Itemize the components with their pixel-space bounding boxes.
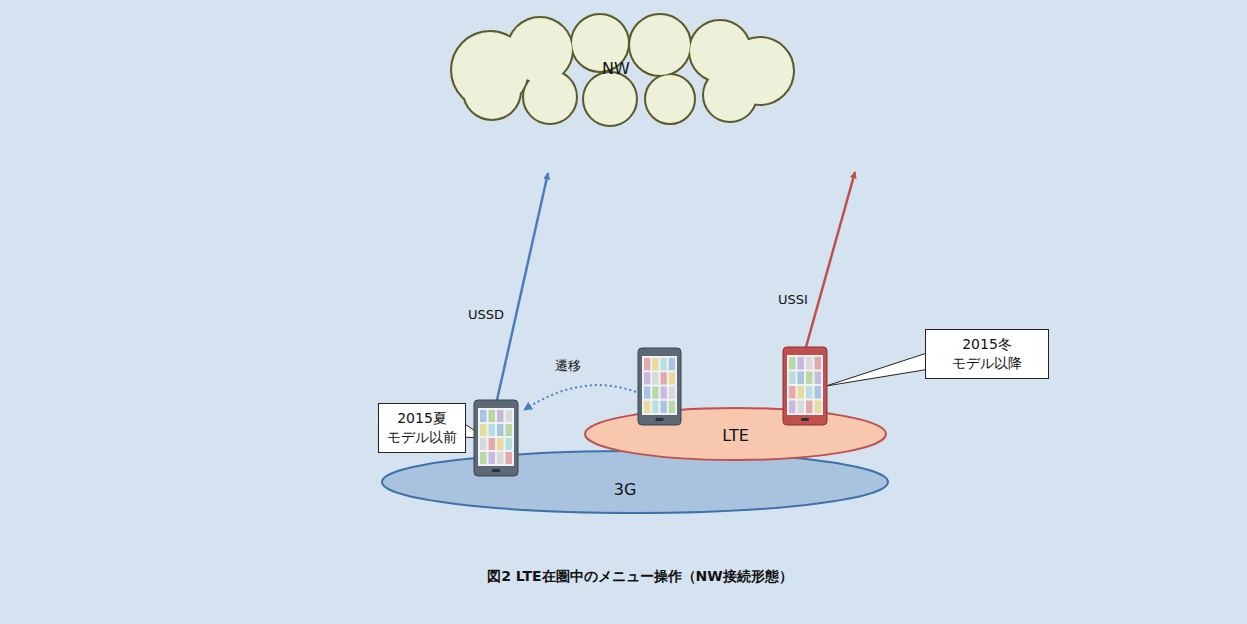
app-tile bbox=[661, 387, 667, 399]
app-tile bbox=[789, 401, 796, 414]
app-tile bbox=[506, 410, 513, 422]
phone-body bbox=[638, 348, 681, 425]
app-tile bbox=[489, 452, 496, 464]
coverage-area bbox=[382, 451, 888, 513]
app-tile bbox=[806, 401, 813, 414]
app-tile bbox=[806, 357, 813, 370]
cloud-outline bbox=[524, 71, 576, 123]
app-tile bbox=[489, 410, 496, 422]
app-tile bbox=[644, 401, 650, 413]
callout-text: 2015夏 モデル以前 bbox=[385, 409, 459, 447]
cloud-fill bbox=[464, 63, 520, 119]
app-tile bbox=[798, 386, 805, 399]
cloud-outline bbox=[704, 69, 756, 121]
arrow-label: USSI bbox=[776, 292, 810, 307]
phone-icon bbox=[638, 348, 681, 425]
app-tile bbox=[489, 424, 496, 436]
phone-screen bbox=[642, 356, 677, 415]
figure-caption: 図2 LTE在圏中のメニュー操作（NW接続形態） bbox=[290, 568, 990, 586]
coverage-3g: 3G bbox=[380, 448, 890, 516]
cloud-fill bbox=[508, 18, 572, 82]
app-tile bbox=[497, 452, 504, 464]
home-button bbox=[656, 418, 664, 421]
app-tile bbox=[506, 438, 513, 450]
app-tile bbox=[652, 401, 658, 413]
app-tile bbox=[798, 372, 805, 385]
phone-screen bbox=[787, 355, 823, 415]
cloud-outline bbox=[508, 18, 572, 82]
app-tile bbox=[669, 358, 675, 370]
app-tile bbox=[480, 424, 487, 436]
app-tile bbox=[644, 387, 650, 399]
area-label: NW bbox=[602, 58, 630, 80]
app-tile bbox=[815, 372, 822, 385]
area-label: LTE bbox=[722, 425, 749, 447]
app-tile bbox=[480, 452, 487, 464]
coverage-lte: LTE bbox=[583, 405, 888, 463]
ussd-arrow bbox=[497, 173, 548, 400]
app-tile bbox=[661, 358, 667, 370]
app-tile bbox=[789, 357, 796, 370]
cloud-fill bbox=[630, 15, 690, 75]
app-tile bbox=[798, 401, 805, 414]
phone-body bbox=[474, 400, 518, 476]
callout-box: 2015夏 モデル以前 bbox=[378, 403, 466, 453]
app-tile bbox=[644, 358, 650, 370]
app-tile bbox=[815, 401, 822, 414]
app-tile bbox=[789, 386, 796, 399]
ussi-arrow bbox=[806, 172, 855, 347]
app-tile bbox=[815, 386, 822, 399]
home-button bbox=[492, 469, 500, 472]
app-tile bbox=[798, 357, 805, 370]
app-tile bbox=[480, 438, 487, 450]
app-tile bbox=[806, 372, 813, 385]
app-tile bbox=[480, 410, 487, 422]
app-tile bbox=[661, 401, 667, 413]
callout-text: 2015冬 モデル以降 bbox=[948, 335, 1026, 373]
cloud-fill bbox=[704, 69, 756, 121]
callout-box: 2015冬 モデル以降 bbox=[925, 329, 1049, 379]
coverage-area bbox=[585, 408, 886, 460]
arrow-label: 遷移 bbox=[553, 357, 583, 375]
cloud-outline bbox=[646, 75, 694, 123]
cloud-fill bbox=[524, 71, 576, 123]
app-tile bbox=[506, 424, 513, 436]
cloud-fill bbox=[584, 73, 636, 125]
app-tile bbox=[644, 372, 650, 384]
app-tile bbox=[652, 358, 658, 370]
arrow-label: USSD bbox=[466, 307, 506, 322]
cloud-outline bbox=[584, 73, 636, 125]
phone-screen bbox=[478, 408, 514, 466]
network-cloud: NW bbox=[430, 15, 802, 123]
app-tile bbox=[506, 452, 513, 464]
callout-pointer bbox=[826, 352, 930, 386]
cloud-outline bbox=[464, 63, 520, 119]
phone-icon bbox=[783, 347, 827, 425]
app-tile bbox=[669, 387, 675, 399]
app-tile bbox=[489, 438, 496, 450]
phone-icon bbox=[474, 400, 518, 476]
area-label: 3G bbox=[614, 479, 637, 501]
app-tile bbox=[815, 357, 822, 370]
app-tile bbox=[806, 386, 813, 399]
app-tile bbox=[497, 438, 504, 450]
app-tile bbox=[789, 372, 796, 385]
transition-arrow bbox=[524, 385, 636, 410]
app-tile bbox=[669, 372, 675, 384]
app-tile bbox=[661, 372, 667, 384]
app-tile bbox=[497, 424, 504, 436]
cloud-outline bbox=[630, 15, 690, 75]
cloud-fill bbox=[646, 75, 694, 123]
app-tile bbox=[497, 410, 504, 422]
app-tile bbox=[669, 401, 675, 413]
app-tile bbox=[652, 372, 658, 384]
home-button bbox=[801, 418, 809, 421]
phone-body bbox=[783, 347, 827, 425]
app-tile bbox=[652, 387, 658, 399]
